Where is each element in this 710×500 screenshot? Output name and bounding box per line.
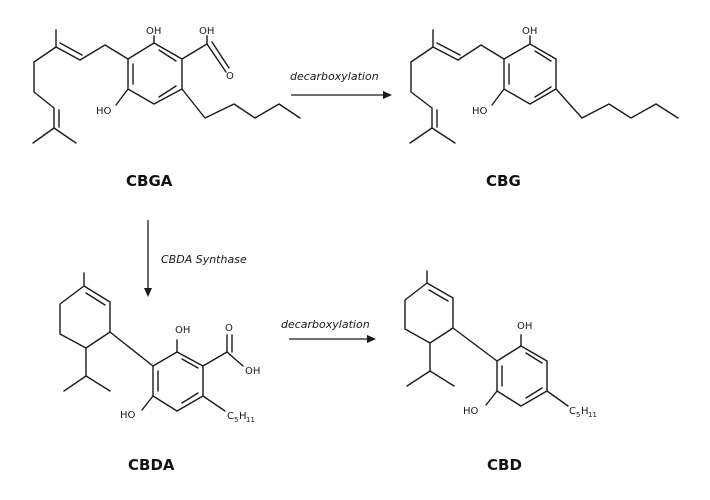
cbda-acid-oh-label: OH xyxy=(245,366,260,377)
cbg-ho-label: HO xyxy=(472,106,488,117)
cbg-structure: OH HO CBG xyxy=(409,26,679,190)
cbg-bonds xyxy=(409,29,679,144)
cbga-bonds xyxy=(32,29,301,144)
cbga-structure: OH OH O HO CBGA xyxy=(32,26,301,190)
svg-text:H: H xyxy=(239,411,247,422)
svg-text:11: 11 xyxy=(246,416,255,424)
svg-text:5: 5 xyxy=(576,411,580,419)
cbda-bonds xyxy=(59,272,244,412)
cbd-chain-label: C 5 H 11 xyxy=(569,406,597,419)
svg-text:H: H xyxy=(581,406,589,417)
vertical-reaction-label: CBDA Synthase xyxy=(161,253,247,266)
svg-text:5: 5 xyxy=(234,416,238,424)
cbd-name: CBD xyxy=(487,456,522,474)
svg-text:11: 11 xyxy=(588,411,597,419)
cbda-oh-top-label: OH xyxy=(175,325,190,336)
top-reaction-arrow: decarboxylation xyxy=(290,70,392,99)
vertical-reaction-arrow: CBDA Synthase xyxy=(144,220,247,297)
cbga-name: CBGA xyxy=(126,172,173,190)
cbga-ho-label: HO xyxy=(96,106,112,117)
cbd-oh-top-label: OH xyxy=(517,321,532,332)
svg-text:C: C xyxy=(227,411,234,422)
cbg-oh-top-label: OH xyxy=(522,26,537,37)
cbd-structure: OH HO C 5 H 11 CBD xyxy=(404,270,597,474)
cbd-ho-label: HO xyxy=(463,406,479,417)
bottom-reaction-arrow: decarboxylation xyxy=(281,318,376,343)
cbda-ho-label: HO xyxy=(120,410,136,421)
cbga-acid-o-label: O xyxy=(226,71,234,82)
cbda-chain-label: C 5 H 11 xyxy=(227,411,255,424)
cbda-acid-o-label: O xyxy=(225,323,233,334)
cbda-name: CBDA xyxy=(128,456,175,474)
cbg-name: CBG xyxy=(486,172,521,190)
cbga-acid-oh-label: OH xyxy=(199,26,214,37)
top-reaction-label: decarboxylation xyxy=(290,70,379,83)
cbda-structure: OH O OH HO C 5 H 11 CBDA xyxy=(59,272,260,474)
svg-text:C: C xyxy=(569,406,576,417)
cbga-oh-top-label: OH xyxy=(146,26,161,37)
bottom-reaction-label: decarboxylation xyxy=(281,318,370,331)
cbd-bonds xyxy=(404,270,569,407)
